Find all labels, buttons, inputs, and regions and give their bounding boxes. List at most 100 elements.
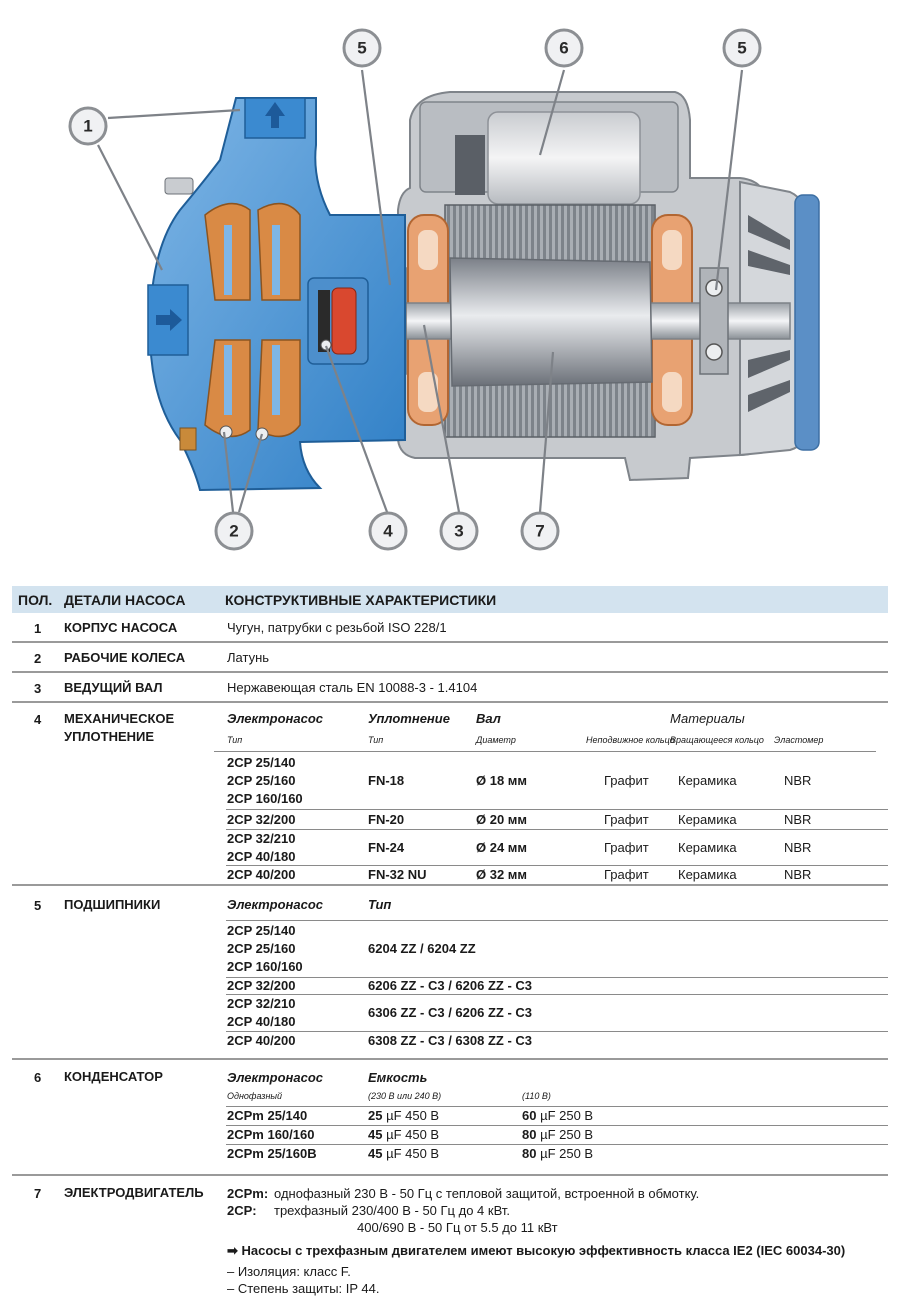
pump-model: 2CP 32/210	[227, 831, 296, 846]
callout-6: 6	[544, 28, 584, 68]
row-part-line1: МЕХАНИЧЕСКОЕ	[64, 711, 175, 726]
elastomer: NBR	[784, 812, 812, 827]
col-pump: Электронасос	[227, 711, 324, 726]
sub-type2: Тип	[368, 735, 384, 745]
row-text: Латунь	[227, 650, 270, 665]
pump-cutaway-diagram: 1 2 3 4 5 5 6 7	[68, 28, 820, 551]
pump-model: 2CP 25/140	[227, 755, 296, 770]
svg-text:7: 7	[535, 522, 544, 541]
bearing-type: 6206 ZZ - C3 / 6206 ZZ - C3	[368, 978, 533, 993]
row-pos: 7	[34, 1186, 42, 1201]
table-row-2: 2 РАБОЧИЕ КОЛЕСА Латунь	[12, 643, 888, 673]
header-characteristics: КОНСТРУКТИВНЫЕ ХАРАКТЕРИСТИКИ	[225, 592, 497, 608]
elastomer: NBR	[784, 773, 812, 788]
row-pos: 3	[34, 681, 42, 696]
sub-voltage-110: (110 В)	[522, 1091, 551, 1101]
fixed-ring: Графит	[604, 840, 649, 855]
rotating-ring: Керамика	[678, 867, 737, 882]
insulation-class: – Изоляция: класс F.	[227, 1264, 351, 1279]
table-row-7: 7 ЭЛЕКТРОДВИГАТЕЛЬ 2CPm: однофазный 230 …	[12, 1176, 888, 1296]
rotating-ring: Керамика	[678, 812, 737, 827]
bearing-type: 6308 ZZ - C3 / 6308 ZZ - C3	[368, 1033, 533, 1048]
sub-rotating-ring: Вращающееся кольцо	[670, 735, 764, 745]
pump-model: 2CPm 160/160	[227, 1127, 315, 1142]
pump-model: 2CP 32/200	[227, 978, 296, 993]
header-part: ДЕТАЛИ НАСОСА	[64, 592, 186, 608]
capacity-110: 80 µF 250 В	[522, 1146, 594, 1161]
bearing-right	[699, 267, 729, 375]
pump-model: 2CP 40/180	[227, 849, 296, 864]
motor-text-three: трехфазный 230/400 В - 50 Гц до 4 кВт.	[274, 1203, 510, 1218]
svg-text:5: 5	[357, 39, 366, 58]
pump-model: 2CP 40/180	[227, 1014, 296, 1029]
shaft-diameter: Ø 18 мм	[476, 773, 528, 788]
col-seal: Уплотнение	[368, 711, 450, 726]
sub-single-phase: Однофазный	[227, 1091, 283, 1101]
capacity-230: 25 µF 450 В	[368, 1108, 440, 1123]
svg-text:5: 5	[737, 39, 746, 58]
col-pump: Электронасос	[227, 1070, 324, 1085]
motor-text-three-hv: 400/690 В - 50 Гц от 5.5 до 11 кВт	[357, 1220, 558, 1235]
fixed-ring: Графит	[604, 812, 649, 827]
table-header: ПОЛ. ДЕТАЛИ НАСОСА КОНСТРУКТИВНЫЕ ХАРАКТ…	[12, 586, 888, 613]
impellers	[204, 202, 301, 441]
col-capacity: Емкость	[368, 1070, 428, 1085]
callout-7: 7	[520, 511, 560, 551]
fixed-ring: Графит	[604, 773, 649, 788]
motor-label-three: 2CP:	[227, 1203, 257, 1218]
rotating-ring: Керамика	[678, 773, 737, 788]
svg-text:4: 4	[383, 522, 393, 541]
bearing-type: 6204 ZZ / 6204 ZZ	[368, 941, 476, 956]
motor-text-single: однофазный 230 В - 50 Гц с тепловой защи…	[274, 1186, 700, 1201]
row-pos: 2	[34, 651, 42, 666]
row-pos: 4	[34, 712, 42, 727]
capacity-230: 45 µF 450 В	[368, 1127, 440, 1142]
col-materials: Материалы	[670, 711, 745, 726]
callout-5-right: 5	[722, 28, 762, 68]
efficiency-note: ➡ Насосы с трехфазным двигателем имеют в…	[227, 1243, 846, 1258]
pump-model: 2CP 160/160	[227, 791, 303, 806]
capacity-110: 60 µF 250 В	[522, 1108, 594, 1123]
row-part: РАБОЧИЕ КОЛЕСА	[64, 650, 186, 665]
pump-model: 2CP 32/210	[227, 996, 296, 1011]
capacity-230: 45 µF 450 В	[368, 1146, 440, 1161]
seal-type: FN-18	[368, 773, 405, 788]
row-part: КОНДЕНСАТОР	[64, 1069, 163, 1084]
callout-2: 2	[214, 511, 254, 551]
row-part: ЭЛЕКТРОДВИГАТЕЛЬ	[64, 1185, 204, 1200]
sub-fixed-ring: Неподвижное кольцо	[586, 735, 675, 745]
shaft-diameter: Ø 24 мм	[476, 840, 528, 855]
row-pos: 6	[34, 1070, 42, 1085]
row-text: Чугун, патрубки с резьбой ISO 228/1	[227, 620, 447, 635]
mechanical-seal	[307, 277, 369, 365]
row-pos: 5	[34, 898, 42, 913]
sub-elastomer: Эластомер	[774, 735, 824, 745]
capacity-110: 80 µF 250 В	[522, 1127, 594, 1142]
table-row-5: 5 ПОДШИПНИКИ Электронасос Тип 2CP 25/140…	[12, 886, 888, 1060]
elastomer: NBR	[784, 867, 812, 882]
row-part-line2: УПЛОТНЕНИЕ	[64, 729, 155, 744]
pump-model: 2CP 40/200	[227, 1033, 296, 1048]
col-type: Тип	[368, 897, 392, 912]
pump-model: 2CP 25/160	[227, 941, 296, 956]
row-text: Нержавеющая сталь EN 10088-3 - 1.4104	[227, 680, 478, 695]
table-row-1: 1 КОРПУС НАСОСА Чугун, патрубки с резьбо…	[12, 613, 888, 643]
row-part: ПОДШИПНИКИ	[64, 897, 161, 912]
callout-4: 4	[368, 511, 408, 551]
row-part: ВЕДУЩИЙ ВАЛ	[64, 680, 163, 695]
pump-model: 2CPm 25/160B	[227, 1146, 317, 1161]
seal-type: FN-32 NU	[368, 867, 427, 882]
elastomer: NBR	[784, 840, 812, 855]
table-row-4: 4 МЕХАНИЧЕСКОЕ УПЛОТНЕНИЕ Электронасос У…	[12, 703, 888, 886]
sub-voltage-230: (230 В или 240 В)	[368, 1091, 442, 1101]
rotor	[449, 257, 653, 387]
shaft-diameter: Ø 20 мм	[476, 812, 528, 827]
pump-model: 2CP 25/140	[227, 923, 296, 938]
callouts: 1 2 3 4 5 5 6 7	[68, 28, 762, 551]
leader-lines	[97, 69, 744, 513]
callout-3: 3	[439, 511, 479, 551]
pump-model: 2CP 25/160	[227, 773, 296, 788]
table-row-3: 3 ВЕДУЩИЙ ВАЛ Нержавеющая сталь EN 10088…	[12, 673, 888, 703]
protection-class: – Степень защиты: IP 44.	[227, 1281, 380, 1296]
sub-diameter: Диаметр	[476, 735, 516, 745]
